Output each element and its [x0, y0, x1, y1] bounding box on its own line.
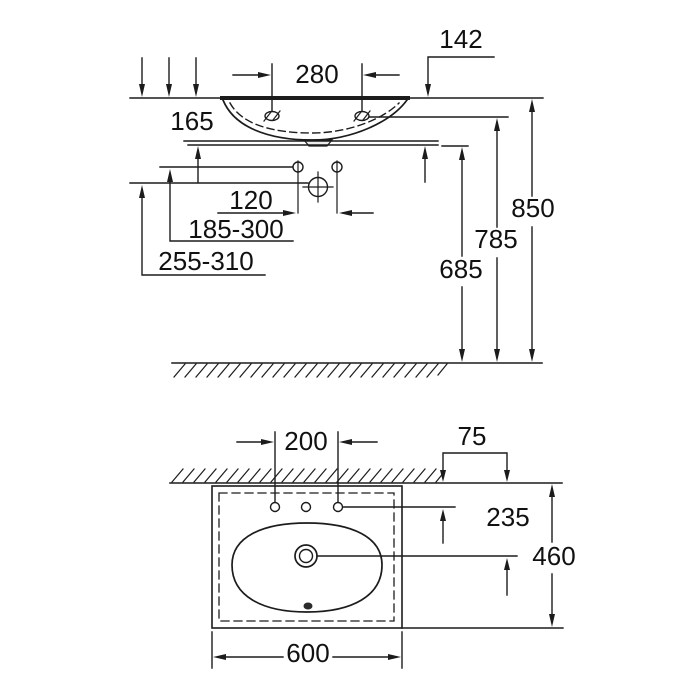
dim-850: 850	[511, 99, 555, 362]
dim-165: 165	[170, 106, 428, 183]
dim-label-75: 75	[458, 421, 487, 451]
rim-hole-right-icon	[353, 110, 371, 122]
dim-785: 785	[474, 118, 518, 362]
wall-mount-arrows-icon	[139, 57, 199, 97]
dim-label-142: 142	[439, 24, 482, 54]
wall-hatching-icon	[171, 468, 446, 483]
dim-75: 75	[440, 421, 510, 544]
basin-outline-rect	[211, 485, 403, 629]
dim-280: 280	[232, 59, 400, 112]
rim-hole-left-icon	[263, 110, 281, 122]
bowl-outer-curve	[221, 98, 409, 141]
plan-drain	[294, 544, 518, 610]
dim-label-600: 600	[286, 638, 329, 668]
dim-142: 142	[425, 24, 495, 97]
dim-label-685: 685	[439, 254, 482, 284]
plan-holes	[269, 501, 456, 513]
dim-685: 685	[439, 145, 483, 362]
bowl-inner-dashed-curve	[229, 102, 400, 134]
overflow-hole-icon	[303, 602, 313, 610]
dim-label-255-310: 255-310	[158, 246, 253, 276]
dim-label-185-300: 185-300	[188, 214, 283, 244]
floor-line	[171, 362, 543, 378]
plan-fixing-hole-left-icon	[269, 501, 281, 513]
dim-460: 460	[401, 484, 576, 629]
dim-label-280: 280	[295, 59, 338, 89]
basin-side-profile	[183, 96, 509, 147]
dim-120: 120	[217, 185, 374, 216]
dim-235: 235	[486, 502, 530, 596]
dim-185-300: 185-300	[167, 169, 294, 244]
dim-label-120: 120	[229, 185, 272, 215]
drain-inner-circle	[298, 548, 314, 564]
dim-label-850: 850	[511, 193, 554, 223]
side-elevation-view: 142 280	[129, 24, 555, 378]
floor-hatching-icon	[173, 363, 448, 378]
dim-label-200: 200	[284, 426, 327, 456]
dim-label-165: 165	[170, 106, 213, 136]
dim-label-785: 785	[474, 224, 517, 254]
dim-600: 600	[211, 631, 403, 669]
dim-label-235: 235	[486, 502, 529, 532]
plan-tap-hole-icon	[300, 501, 312, 513]
plan-fixing-hole-right-icon	[332, 501, 344, 513]
dim-label-460: 460	[532, 541, 575, 571]
fixing-drain-schematic	[129, 160, 343, 214]
dim-255-310: 255-310	[139, 185, 266, 276]
plan-view: 200 75	[169, 421, 576, 669]
wall-line	[169, 468, 563, 484]
bowl-oval	[231, 522, 383, 613]
dim-200: 200	[236, 426, 378, 503]
basin-hidden-edge-rect	[218, 492, 395, 622]
